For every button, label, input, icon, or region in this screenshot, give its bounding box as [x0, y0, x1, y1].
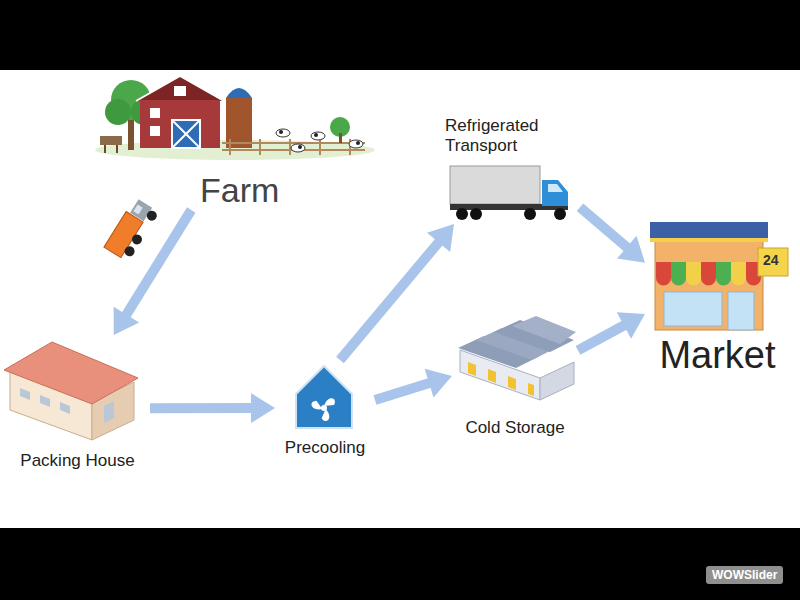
- refrigerated-truck: [450, 166, 568, 220]
- bottom-bar: [0, 528, 800, 600]
- node-label: Cold Storage: [465, 418, 564, 438]
- node-label: Precooling: [285, 438, 365, 458]
- flow-arrow: [340, 224, 454, 360]
- top-bar: [0, 0, 800, 70]
- node-label: Packing House: [20, 451, 134, 471]
- packing-house-node: Packing House: [5, 335, 150, 473]
- packing-house-illustration: [4, 342, 138, 440]
- truck-icon: [104, 197, 160, 262]
- node-label: Refrigerated Transport: [445, 116, 565, 155]
- flow-arrow: [114, 210, 192, 335]
- flow-arrow: [375, 369, 452, 400]
- cold-storage-node: Cold Storage: [452, 312, 578, 440]
- flow-arrow: [580, 207, 645, 263]
- flow-arrow: [150, 393, 275, 423]
- flow-arrow: [578, 312, 645, 350]
- precooling-node: Precooling: [275, 360, 375, 460]
- farm-illustration: [95, 76, 375, 160]
- market-node: Market: [645, 218, 790, 378]
- sign-number: 24: [763, 252, 779, 268]
- farm-node: Farm: [95, 78, 370, 210]
- node-label: Market: [659, 334, 775, 378]
- node-label: Farm: [200, 171, 279, 210]
- transport-node: Refrigerated Transport: [440, 112, 580, 224]
- market-illustration: [650, 222, 788, 330]
- watermark: WOWSlider: [706, 566, 783, 584]
- precooling-illustration: [296, 366, 352, 428]
- cold-storage-illustration: [458, 316, 576, 400]
